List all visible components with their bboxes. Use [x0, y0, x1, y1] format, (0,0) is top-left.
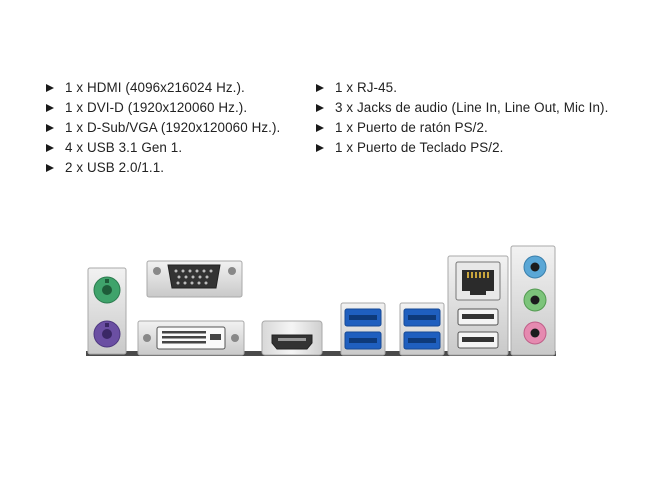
spec-item: 1 x RJ-45. — [316, 77, 608, 97]
io-panel-image — [86, 245, 556, 356]
spec-item-label: 1 x Puerto de Teclado PS/2. — [335, 139, 504, 155]
vga-dvi-port-group — [137, 260, 245, 356]
usb3-port-stack — [340, 302, 386, 356]
spec-item-label: 3 x Jacks de audio (Line In, Line Out, M… — [335, 99, 609, 115]
spec-item: 1 x DVI-D (1920x120060 Hz.). — [46, 97, 280, 117]
ps2-port-group — [87, 267, 127, 355]
spec-item: 2 x USB 2.0/1.1. — [46, 157, 280, 177]
spec-item-label: 1 x RJ-45. — [335, 79, 398, 95]
spec-item-label: 1 x HDMI (4096x216024 Hz.). — [65, 79, 245, 95]
arrow-bullet-icon — [46, 83, 54, 92]
spec-item-label: 1 x D-Sub/VGA (1920x120060 Hz.). — [65, 119, 281, 135]
arrow-bullet-icon — [46, 103, 54, 112]
spec-item-label: 2 x USB 2.0/1.1. — [65, 159, 165, 175]
spec-item-label: 1 x Puerto de ratón PS/2. — [335, 119, 488, 135]
hdmi-port-group — [261, 320, 323, 356]
arrow-bullet-icon — [316, 103, 324, 112]
rj45-usb2-stack — [447, 255, 509, 356]
arrow-bullet-icon — [46, 123, 54, 132]
spec-item: 4 x USB 3.1 Gen 1. — [46, 137, 280, 157]
spec-item: 3 x Jacks de audio (Line In, Line Out, M… — [316, 97, 608, 117]
spec-item-label: 1 x DVI-D (1920x120060 Hz.). — [65, 99, 248, 115]
spec-item: 1 x Puerto de Teclado PS/2. — [316, 137, 608, 157]
spec-item: 1 x D-Sub/VGA (1920x120060 Hz.). — [46, 117, 280, 137]
arrow-bullet-icon — [316, 83, 324, 92]
spec-list-right: 1 x RJ-45. 3 x Jacks de audio (Line In, … — [316, 77, 608, 157]
audio-jack-stack — [510, 245, 556, 356]
spec-item: 1 x Puerto de ratón PS/2. — [316, 117, 608, 137]
arrow-bullet-icon — [46, 143, 54, 152]
arrow-bullet-icon — [316, 143, 324, 152]
arrow-bullet-icon — [46, 163, 54, 172]
spec-item-label: 4 x USB 3.1 Gen 1. — [65, 139, 183, 155]
spec-list-left: 1 x HDMI (4096x216024 Hz.). 1 x DVI-D (1… — [46, 77, 280, 177]
hdmi-port — [271, 334, 313, 350]
usb3-port-stack — [399, 302, 445, 356]
arrow-bullet-icon — [316, 123, 324, 132]
spec-item: 1 x HDMI (4096x216024 Hz.). — [46, 77, 280, 97]
